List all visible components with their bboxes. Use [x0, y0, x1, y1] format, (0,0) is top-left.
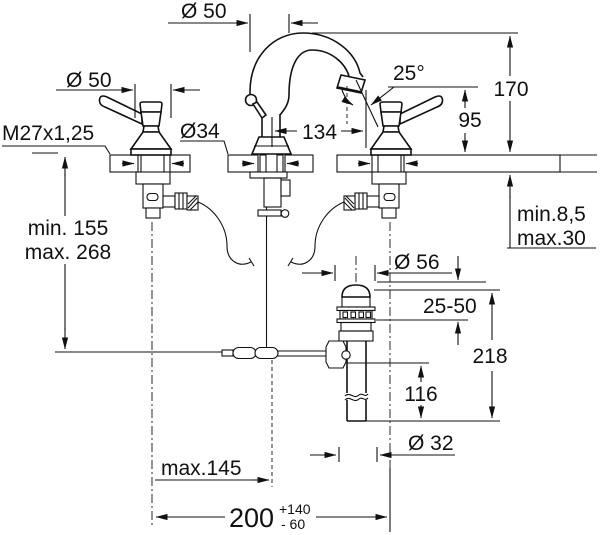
- dimension-lines: [2, 14, 596, 532]
- spout-inner-curve: [279, 49, 350, 116]
- waste-height-label: 218: [472, 345, 507, 368]
- popup-knob: [244, 93, 268, 120]
- tailpipe-diameter-label: Ø 32: [408, 432, 454, 455]
- left-handle: [98, 95, 255, 528]
- hole-spacing-label: 200: [229, 503, 274, 533]
- dimension-labels: Ø 50 Ø 50 M27x1,25 Ø34 134 25° 170 95 mi…: [2, 0, 586, 533]
- rod-clamp-knob: [280, 209, 290, 218]
- handle-escutcheon-diameter-label: Ø 50: [66, 69, 112, 92]
- chain-link: [254, 346, 279, 360]
- spout-reach-label: 134: [302, 121, 337, 144]
- hose-length-max-label: max. 268: [25, 241, 111, 264]
- deck-thickness-min-label: min.8,5: [517, 203, 586, 226]
- handle-lever: [98, 95, 143, 126]
- mounting-deck: [109, 154, 597, 173]
- hole-spacing-tol-minus-label: - 60: [281, 516, 305, 532]
- hose-length-min-label: min. 155: [28, 217, 109, 240]
- aerator-angle-label: 25°: [393, 62, 425, 85]
- outlet-clearance-label: 95: [458, 109, 481, 132]
- supply-hose: [197, 201, 252, 265]
- popup-lever-rod: [221, 346, 326, 360]
- waste-plug-cap: [341, 284, 371, 298]
- threaded-shank: [263, 177, 282, 208]
- mounting-hole-diameter-label: Ø34: [180, 120, 220, 143]
- spout-height-label: 170: [493, 78, 528, 101]
- hose-braid: [186, 195, 199, 211]
- handle-cap: [139, 101, 163, 113]
- popup-rod-reach-label: max.145: [161, 457, 242, 480]
- deck-thickness-max-label: max.30: [517, 227, 586, 250]
- lever-pivot-nut: [325, 340, 347, 369]
- hole-spacing-tol-plus-label: +140: [279, 501, 311, 517]
- tailpipe-length-label: 116: [404, 383, 437, 406]
- shank-thread-label: M27x1,25: [2, 122, 94, 145]
- spout-outer-curve: [249, 32, 364, 115]
- spout-shank-assembly: [249, 154, 291, 350]
- aerator: [335, 74, 367, 94]
- spout-tube-diameter-label: Ø 50: [181, 0, 227, 23]
- pop-up-waste: [221, 256, 376, 422]
- handle-escutcheon: [129, 131, 173, 150]
- basin-thickness-range-label: 25-50: [423, 295, 477, 318]
- chain-link: [232, 346, 257, 360]
- waste-flange-diameter-label: Ø 56: [394, 251, 440, 274]
